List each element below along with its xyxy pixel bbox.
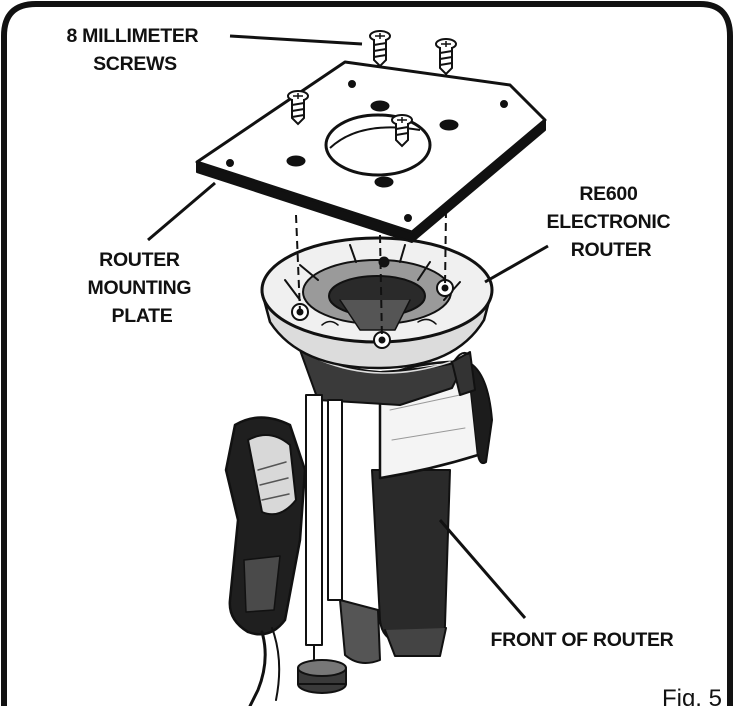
leader-plate: [147, 181, 216, 242]
screw-3: [287, 90, 309, 126]
leader-lines: [147, 34, 549, 619]
callout-front: FRONT OF ROUTER: [491, 629, 674, 651]
router-illustration: [224, 236, 494, 706]
callout-screws: 8 MILLIMETER SCREWS: [67, 25, 204, 75]
screw-2: [435, 38, 457, 76]
leader-screws: [229, 34, 363, 46]
callout-router: RE600 ELECTRONIC ROUTER: [547, 183, 676, 261]
motor-housing: [371, 469, 451, 645]
power-cord: [248, 630, 267, 706]
leader-router: [484, 244, 549, 284]
router-post-left: [305, 394, 323, 646]
screw-1: [369, 30, 391, 68]
mounting-plate: [195, 60, 547, 243]
plate-center-hole: [324, 113, 432, 177]
leader-front: [438, 519, 527, 619]
figure-label: Fig. 5: [662, 685, 722, 706]
screw-4: [391, 114, 413, 148]
screws: [287, 30, 457, 148]
callout-plate: ROUTER MOUNTING PLATE: [88, 249, 197, 327]
